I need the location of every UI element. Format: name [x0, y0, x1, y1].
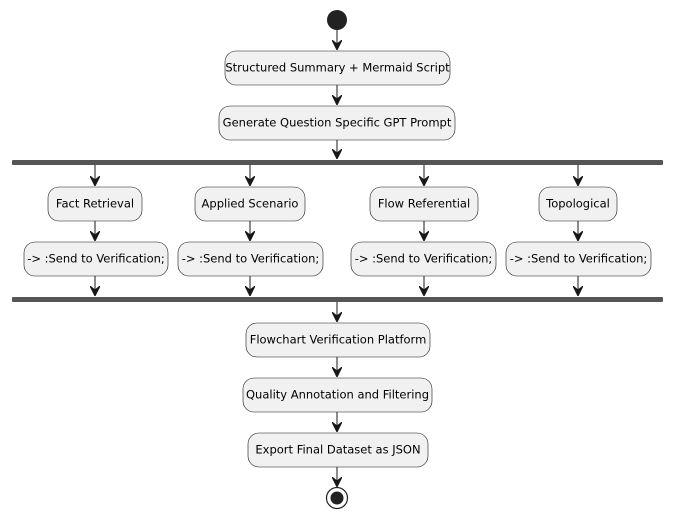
- node-prompt-label: Generate Question Specific GPT Prompt: [223, 116, 452, 130]
- node-quality-label: Quality Annotation and Filtering: [246, 388, 429, 402]
- node-topological-label: Topological: [545, 197, 610, 211]
- node-prompt: Generate Question Specific GPT Prompt: [218, 105, 456, 141]
- node-quality: Quality Annotation and Filtering: [242, 377, 433, 413]
- node-send-fact-label: -> :Send to Verification;: [27, 252, 165, 266]
- node-send-fact: -> :Send to Verification;: [23, 241, 169, 277]
- node-topological: Topological: [538, 186, 618, 222]
- node-summary-label: Structured Summary + Mermaid Script: [225, 61, 450, 75]
- node-summary: Structured Summary + Mermaid Script: [224, 50, 451, 86]
- node-send-applied: -> :Send to Verification;: [177, 241, 324, 277]
- node-send-applied-label: -> :Send to Verification;: [182, 252, 320, 266]
- end-node: [325, 486, 349, 510]
- node-fact-retrieval: Fact Retrieval: [47, 186, 143, 222]
- join-bar: [12, 297, 663, 302]
- node-send-topo-label: -> :Send to Verification;: [510, 252, 648, 266]
- node-send-flow: -> :Send to Verification;: [350, 241, 497, 277]
- node-flow-referential: Flow Referential: [369, 186, 479, 222]
- node-send-topo: -> :Send to Verification;: [505, 241, 652, 277]
- node-fact-retrieval-label: Fact Retrieval: [56, 197, 134, 211]
- node-applied-scenario: Applied Scenario: [194, 186, 306, 222]
- node-export-label: Export Final Dataset as JSON: [255, 443, 420, 457]
- node-platform-label: Flowchart Verification Platform: [250, 333, 427, 347]
- node-applied-scenario-label: Applied Scenario: [202, 197, 299, 211]
- fork-bar: [12, 160, 663, 165]
- node-export: Export Final Dataset as JSON: [247, 432, 429, 468]
- start-node: [327, 10, 347, 30]
- node-platform: Flowchart Verification Platform: [245, 322, 431, 358]
- node-flow-referential-label: Flow Referential: [378, 197, 470, 211]
- node-send-flow-label: -> :Send to Verification;: [355, 252, 493, 266]
